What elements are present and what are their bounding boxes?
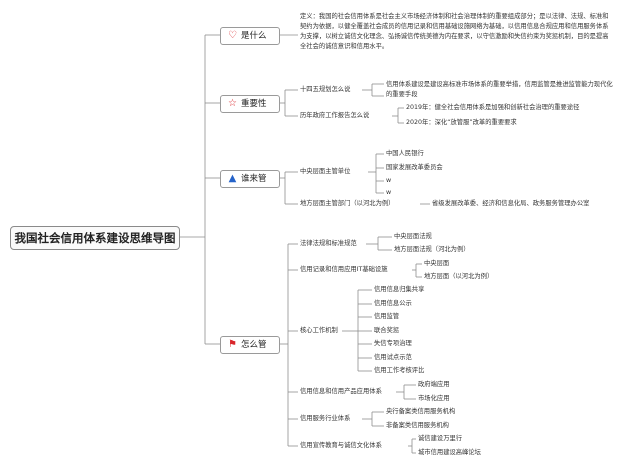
how-item: 市场化应用 <box>418 395 450 402</box>
branch-importance: ☆ 重要性 <box>220 95 280 113</box>
report-2020: 2020年：深化“放管服”改革的重要要求 <box>406 119 517 126</box>
how-group-law: 法律法规和标准规范 <box>300 240 357 247</box>
how-item: 政府端应用 <box>418 381 450 388</box>
branch-what: ♡ 是什么 <box>220 27 280 45</box>
branch-what-label: 是什么 <box>241 31 267 41</box>
how-item: 中央层面 <box>424 260 450 267</box>
how-item: 信用信息归集共享 <box>374 286 425 293</box>
how-item: 非备案类信用服务机构 <box>386 422 449 429</box>
report-label: 历年政府工作报告怎么说 <box>300 112 370 119</box>
branch-who-label: 谁来管 <box>241 174 267 184</box>
central-authority-item: 中国人民银行 <box>386 150 424 157</box>
how-group-mechanism: 核心工作机制 <box>300 327 338 334</box>
how-item: 诚信建设万里行 <box>418 435 463 442</box>
local-authority-label: 地方层面主管部门（以河北为例） <box>300 200 395 207</box>
how-group-application: 信用信息和信用产品应用体系 <box>300 388 382 395</box>
star-icon: ☆ <box>228 98 237 109</box>
local-authority-item: 省级发展改革委、经济和信息化局、政务服务管理办公室 <box>432 200 590 207</box>
flag-icon: ⚑ <box>228 339 237 350</box>
how-item: 城市信用建设高峰论坛 <box>418 449 481 456</box>
plan-label: 十四五规划怎么说 <box>300 86 351 93</box>
how-group-culture: 信用宣传教育与诚信文化体系 <box>300 442 382 449</box>
how-group-infrastructure: 信用记录和信用应用IT基础设施 <box>300 266 388 273</box>
how-item: 央行备案类信用服务机构 <box>386 408 456 415</box>
how-item: 信用工作考核评比 <box>374 367 425 374</box>
definition-text: 定义：我国的社会信用体系是社会主义市场经济体制和社会治理体制的重要组成部分；是以… <box>300 13 609 50</box>
branch-importance-label: 重要性 <box>241 99 267 109</box>
how-item: 地方层面（以河北为例） <box>424 273 494 280</box>
how-group-service: 信用服务行业体系 <box>300 415 351 422</box>
how-item: 失信专项治理 <box>374 340 412 347</box>
central-authority-item: w <box>386 177 392 184</box>
how-item: 信用监管 <box>374 313 400 320</box>
central-authority-label: 中央层面主管单位 <box>300 168 351 175</box>
branch-how: ⚑ 怎么管 <box>220 336 280 354</box>
report-2019: 2019年：健全社会信用体系是加强和创新社会治理的重要途径 <box>406 104 580 111</box>
how-item: 信用信息公示 <box>374 300 412 307</box>
how-item: 地方层面法规（河北为例） <box>394 246 470 253</box>
flame-icon: ▲ <box>228 173 237 184</box>
branch-how-label: 怎么管 <box>241 340 267 350</box>
plan-text: 信用体系建设是建设高标准市场体系的重要举措，信用监管是推进监管能力现代化的重要手… <box>386 81 613 98</box>
root-topic: 我国社会信用体系建设思维导图 <box>10 226 180 250</box>
how-item: 中央层面法规 <box>394 233 432 240</box>
heart-icon: ♡ <box>228 30 237 41</box>
central-authority-item: 国家发展改革委员会 <box>386 164 443 171</box>
how-item: 联合奖惩 <box>374 327 400 334</box>
branch-who: ▲ 谁来管 <box>220 170 280 188</box>
how-item: 信用试点示范 <box>374 354 412 361</box>
central-authority-item: w <box>386 189 392 196</box>
